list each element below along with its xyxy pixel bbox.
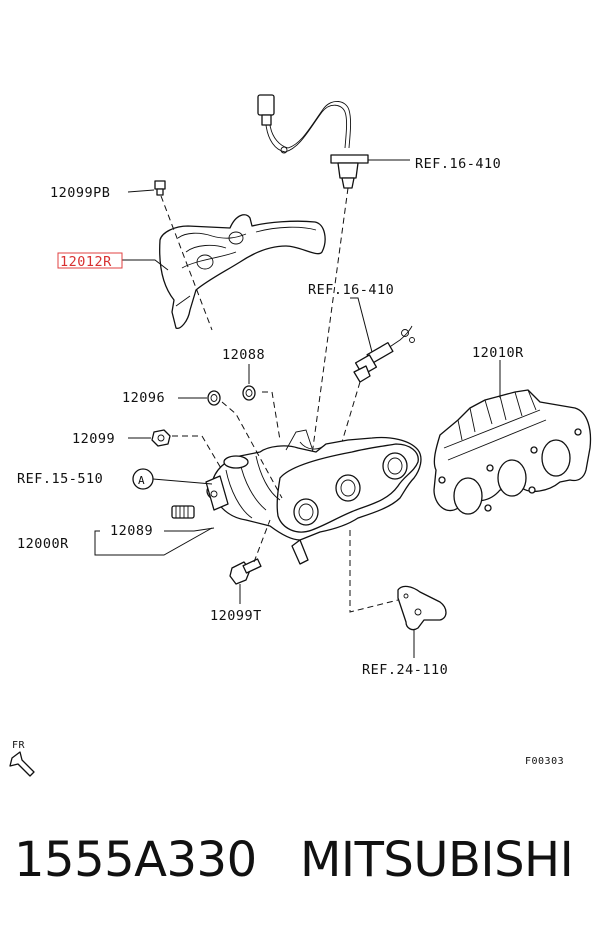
exhaust-manifold-12000r (205, 429, 422, 565)
label-ref-24-110: REF.24-110 (362, 662, 448, 678)
bracket-12000r (94, 527, 213, 556)
front-arrow-icon (9, 751, 35, 777)
label-12089: 12089 (110, 523, 153, 539)
bolt-12099t (229, 558, 262, 585)
dash-sensor-top (311, 187, 349, 456)
exploded-parts-diagram: REF.16-410 12099PB 12012R REF.16-410 120… (9, 94, 592, 777)
leader-12012r (122, 259, 169, 271)
brand-name: MITSUBISHI (300, 832, 574, 888)
bolt-12099pb (154, 180, 166, 196)
footer: 1555A330 MITSUBISHI (0, 830, 600, 910)
label-ref-16-410-top: REF.16-410 (415, 156, 501, 172)
label-12099pb: 12099PB (50, 185, 110, 201)
nut-12099 (151, 429, 171, 447)
stud-12089 (171, 505, 195, 519)
label-code: F00303 (525, 756, 564, 767)
lower-oxygen-sensor (353, 325, 415, 383)
label-ref-16-410-mid: REF.16-410 (308, 282, 394, 298)
nut-12096 (207, 390, 221, 406)
label-12000r: 12000R (17, 536, 69, 552)
exhaust-gasket-12010r (433, 389, 592, 515)
dash-12099 (172, 435, 223, 471)
label-fr: FR (12, 740, 26, 751)
dash-12088 (262, 391, 281, 441)
washer-12088 (242, 385, 256, 401)
upper-oxygen-sensor (257, 94, 369, 189)
leader-12089 (164, 527, 215, 532)
leader-ref-16-410-mid (350, 297, 373, 353)
dash-12099pb (160, 195, 213, 331)
heat-shield-12012r (159, 214, 326, 329)
label-12012r: 12012R (60, 254, 112, 270)
highlight-box-12012r (57, 252, 123, 269)
mounting-bracket (397, 585, 447, 631)
leader-12099pb (127, 189, 155, 193)
leader-ref-15-510 (152, 478, 213, 485)
label-12010r: 12010R (472, 345, 524, 361)
label-12099: 12099 (72, 431, 115, 447)
part-number: 1555A330 (14, 832, 257, 888)
label-12088: 12088 (222, 347, 265, 363)
dash-12099t (253, 519, 271, 563)
dash-sensor-mid (335, 381, 361, 463)
label-ref-15-510: REF.15-510 (17, 471, 103, 487)
label-12099t: 12099T (210, 608, 262, 624)
label-12096: 12096 (122, 390, 165, 406)
dash-ref-24-110 (349, 530, 399, 613)
dash-12096 (221, 401, 283, 499)
label-circle-a: A (138, 474, 145, 487)
